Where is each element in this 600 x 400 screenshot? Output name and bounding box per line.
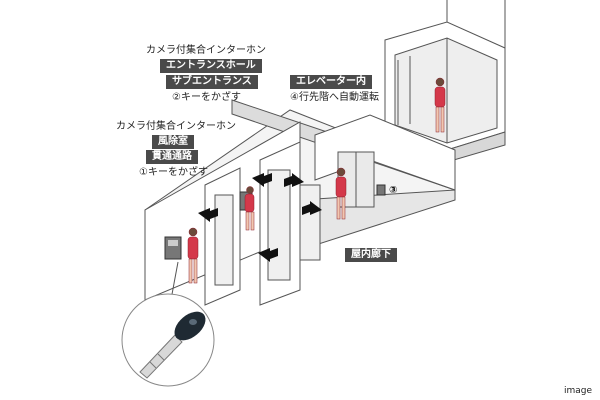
arrow-icon (198, 173, 322, 262)
entrance-hall-tag: エントランスホール (160, 59, 262, 73)
person-figure (187, 77, 446, 284)
sub-entrance-tag: サブエントランス (166, 75, 258, 89)
step-4-label: ④行先階へ自動運転 (290, 92, 379, 103)
elevator-inside-tag: エレベーター内 (290, 75, 372, 89)
through-passage-tag: 貫通通路 (146, 150, 198, 164)
elevator-shaft (384, 0, 506, 185)
windbreak-room-tag: 風除室 (152, 135, 194, 149)
indoor-corridor-tag: 屋内廊下 (345, 248, 397, 262)
key-icon (139, 311, 206, 379)
intercom-upper-label: カメラ付集合インターホン (146, 45, 266, 56)
step-2-label: ②キーをかざす (172, 92, 241, 103)
step-1-label: ①キーをかざす (139, 167, 208, 178)
key-callout (121, 261, 215, 387)
intercom-lower-label: カメラ付集合インターホン (116, 121, 236, 132)
step-3-marker: ③ (389, 185, 398, 196)
image-note: image (563, 386, 592, 396)
